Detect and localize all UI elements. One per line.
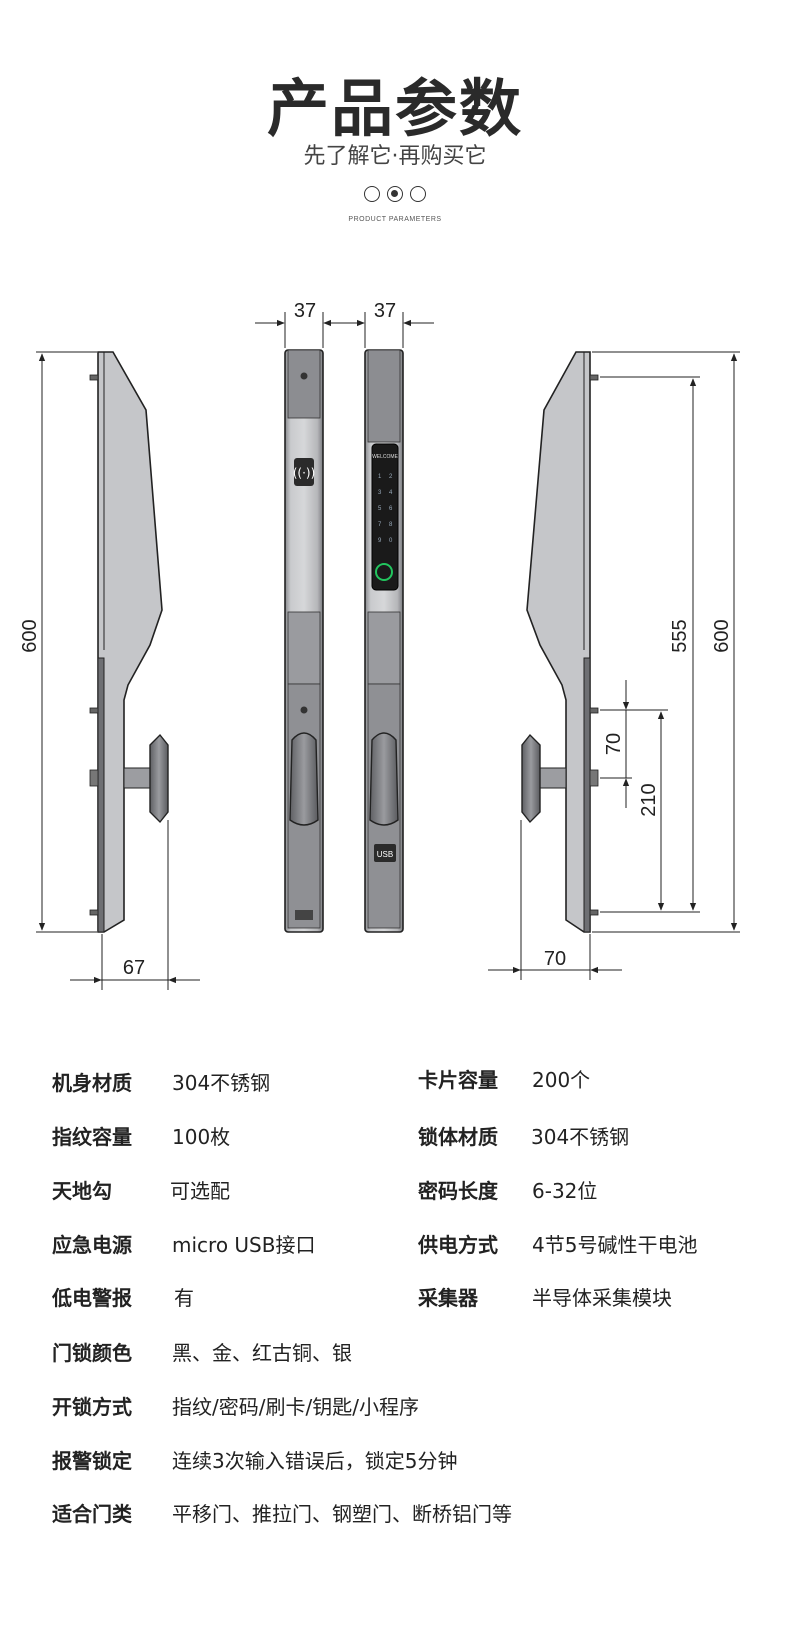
section-caption: PRODUCT PARAMETERS	[348, 216, 442, 223]
svg-text:((·)): ((·))	[293, 466, 316, 480]
dim-height-left: 600	[19, 619, 41, 652]
dim-hole-spacing: 70	[603, 733, 625, 755]
welcome-text: WELCOME	[372, 454, 399, 460]
svg-text:0: 0	[389, 538, 393, 544]
svg-text:6: 6	[389, 506, 393, 512]
svg-text:5: 5	[378, 506, 382, 512]
dim-depth-right: 70	[544, 948, 566, 970]
decorative-dots	[0, 186, 790, 202]
page-subtitle: 先了解它·再购买它	[303, 144, 487, 169]
circle-icon	[364, 186, 380, 202]
svg-text:3: 3	[378, 490, 382, 496]
left-side-profile	[89, 351, 169, 933]
dim-handle-height: 210	[638, 783, 660, 816]
usb-icon: USB	[377, 850, 393, 859]
svg-text:1: 1	[378, 474, 382, 480]
dim-width-b: 37	[374, 300, 396, 322]
dim-height-right-outer: 600	[711, 619, 733, 652]
dot-circle-icon	[387, 186, 403, 202]
lock-dimension-drawing: ((·)) WELCOME 1 2 3 4 5 6 7 8 9 0 USB	[19, 300, 740, 990]
svg-text:7: 7	[378, 522, 382, 528]
svg-text:8: 8	[389, 522, 393, 528]
front-view-outer: ((·))	[284, 349, 324, 933]
svg-text:4: 4	[389, 490, 393, 496]
front-view-keypad: WELCOME 1 2 3 4 5 6 7 8 9 0 USB	[364, 349, 404, 933]
svg-text:9: 9	[378, 538, 382, 544]
svg-text:2: 2	[389, 474, 393, 480]
page-title: 产品参数	[266, 72, 523, 145]
circle-icon	[410, 186, 426, 202]
dim-depth-left: 67	[123, 957, 145, 979]
dim-height-right-inner: 555	[669, 619, 691, 652]
right-side-profile	[521, 351, 599, 933]
dim-width-a: 37	[294, 300, 316, 322]
